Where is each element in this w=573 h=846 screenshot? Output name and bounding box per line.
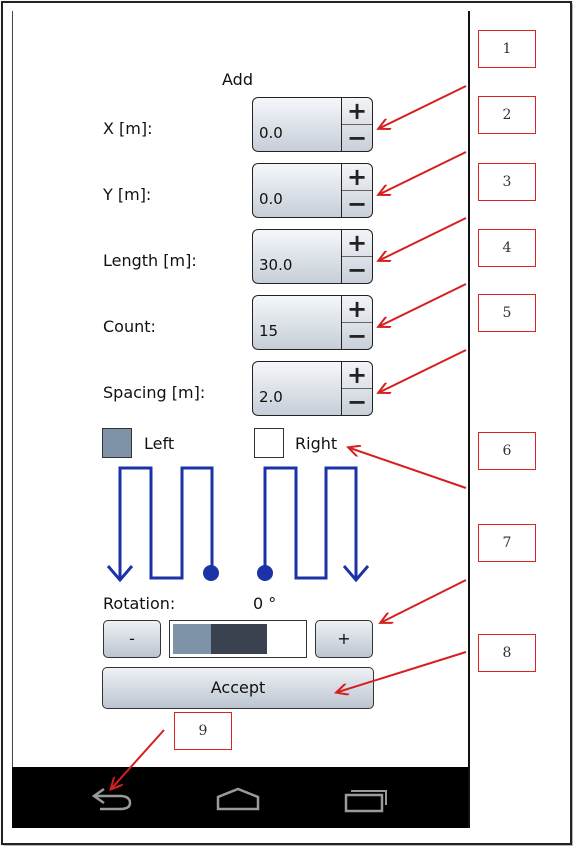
- slider-thumb[interactable]: [211, 624, 267, 654]
- right-pattern-path: [263, 466, 358, 580]
- x-value: 0.0: [259, 124, 283, 142]
- recent-apps-icon[interactable]: [343, 785, 389, 813]
- callout-3: 3: [478, 163, 536, 201]
- rotation-slider[interactable]: [169, 620, 307, 658]
- rotation-increase-button[interactable]: +: [315, 620, 373, 658]
- length-input[interactable]: 30.0: [252, 229, 342, 284]
- arrow-1: [380, 85, 467, 128]
- callout-4: 4: [478, 229, 536, 267]
- spacing-value: 2.0: [259, 388, 283, 406]
- count-plus-button[interactable]: +: [342, 296, 372, 323]
- dialog-title: Add: [222, 70, 253, 89]
- right-pattern-arrowhead: [342, 565, 370, 583]
- arrow-7: [382, 579, 467, 622]
- arrow-9: [112, 729, 165, 788]
- callout-6: 6: [478, 432, 536, 470]
- count-label: Count:: [103, 317, 156, 336]
- accept-button[interactable]: Accept: [102, 667, 374, 709]
- right-checkbox[interactable]: [254, 428, 284, 458]
- y-input[interactable]: 0.0: [252, 163, 342, 218]
- left-pattern-arrowhead: [106, 565, 134, 583]
- slider-track-fill: [173, 624, 211, 654]
- rotation-label: Rotation:: [103, 594, 176, 613]
- android-nav-bar: [12, 767, 468, 828]
- callout-1: 1: [478, 30, 536, 68]
- arrow-8: [338, 651, 467, 692]
- y-plus-button[interactable]: +: [342, 164, 372, 191]
- left-pattern-path: [118, 466, 214, 580]
- y-minus-button[interactable]: −: [346, 190, 368, 218]
- length-value: 30.0: [259, 256, 293, 274]
- right-label: Right: [295, 434, 338, 453]
- x-input[interactable]: 0.0: [252, 97, 342, 152]
- count-input[interactable]: 15: [252, 295, 342, 350]
- spacing-label: Spacing [m]:: [103, 383, 206, 402]
- count-value: 15: [259, 322, 279, 340]
- count-stepper: + −: [342, 295, 373, 350]
- arrow-6: [350, 448, 467, 489]
- x-stepper: + −: [342, 97, 373, 152]
- callout-5: 5: [478, 294, 536, 332]
- back-icon[interactable]: [90, 785, 134, 811]
- x-label: X [m]:: [103, 119, 153, 138]
- y-label: Y [m]:: [103, 185, 152, 204]
- arrow-5: [380, 349, 467, 392]
- callout-9: 9: [174, 712, 232, 750]
- spacing-minus-button[interactable]: −: [346, 388, 368, 416]
- callout-2: 2: [478, 96, 536, 134]
- spacing-plus-button[interactable]: +: [342, 362, 372, 389]
- rotation-decrease-button[interactable]: -: [103, 620, 161, 658]
- length-stepper: + −: [342, 229, 373, 284]
- arrow-3: [380, 217, 467, 260]
- left-pattern-end-dot: [203, 565, 219, 581]
- callout-7: 7: [478, 524, 536, 562]
- length-plus-button[interactable]: +: [342, 230, 372, 257]
- y-value: 0.0: [259, 190, 283, 208]
- length-label: Length [m]:: [103, 251, 197, 270]
- left-checkbox[interactable]: [102, 428, 132, 458]
- y-stepper: + −: [342, 163, 373, 218]
- x-plus-button[interactable]: +: [342, 98, 372, 125]
- count-minus-button[interactable]: −: [346, 322, 368, 350]
- arrow-2: [380, 151, 467, 194]
- rotation-value: 0 °: [253, 594, 277, 613]
- arrow-4: [380, 283, 467, 326]
- x-minus-button[interactable]: −: [346, 124, 368, 152]
- spacing-stepper: + −: [342, 361, 373, 416]
- right-pattern-start-dot: [257, 565, 273, 581]
- length-minus-button[interactable]: −: [346, 256, 368, 284]
- callout-8: 8: [478, 634, 536, 672]
- left-label: Left: [144, 434, 175, 453]
- home-icon[interactable]: [215, 787, 261, 811]
- spacing-input[interactable]: 2.0: [252, 361, 342, 416]
